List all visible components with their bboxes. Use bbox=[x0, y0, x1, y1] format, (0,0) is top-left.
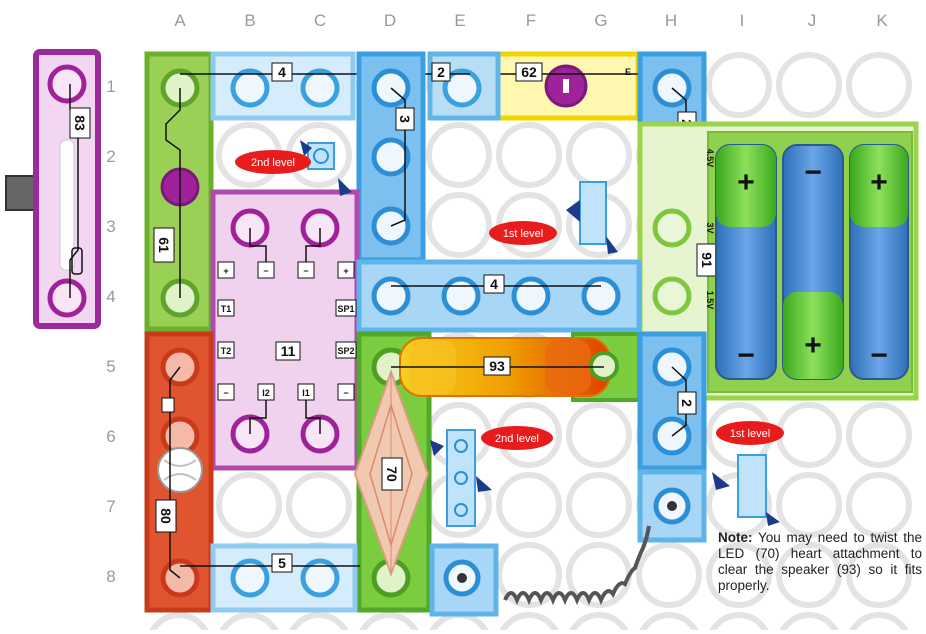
col-header: I bbox=[740, 11, 745, 30]
col-header: G bbox=[594, 11, 607, 30]
part-number: 61 bbox=[156, 237, 172, 253]
svg-text:1st level: 1st level bbox=[503, 228, 543, 240]
battery-minus: − bbox=[804, 156, 822, 189]
row-header: 3 bbox=[106, 217, 115, 236]
col-header: J bbox=[808, 11, 817, 30]
svg-text:−: − bbox=[303, 266, 308, 276]
svg-text:SP1: SP1 bbox=[337, 304, 354, 314]
part-number: 70 bbox=[384, 466, 400, 482]
wire-5-row8: 5 bbox=[180, 543, 360, 613]
col-header: B bbox=[244, 11, 255, 30]
svg-text:2nd level: 2nd level bbox=[495, 433, 539, 445]
part-number: 2 bbox=[437, 64, 445, 80]
col-header: F bbox=[526, 11, 536, 30]
part-number: 83 bbox=[72, 115, 88, 131]
wire-3-col-d: 3 bbox=[356, 51, 426, 263]
part-number: 80 bbox=[158, 508, 174, 524]
level-callout-4: 1st level bbox=[712, 421, 784, 526]
row-header: 1 bbox=[106, 77, 115, 96]
col-header: E bbox=[454, 11, 465, 30]
svg-text:+: + bbox=[343, 266, 348, 276]
svg-text:T2: T2 bbox=[221, 346, 232, 356]
part-number: 62 bbox=[521, 64, 537, 80]
battery-voltage: 4.5V bbox=[705, 149, 715, 168]
speaker-93: 93 bbox=[391, 332, 641, 402]
row-headers: 1 2 3 4 5 6 7 8 bbox=[106, 77, 115, 586]
speaker-jack-h7 bbox=[637, 469, 707, 543]
motor-80: 80 bbox=[144, 331, 214, 613]
speaker-jack-e8 bbox=[429, 543, 499, 617]
svg-text:2nd level: 2nd level bbox=[251, 157, 295, 169]
note-text: Note: You may need to twist the LED (70)… bbox=[718, 530, 922, 594]
lamp-tag: E bbox=[625, 67, 631, 77]
row-header: 4 bbox=[106, 287, 115, 306]
battery-minus: − bbox=[870, 339, 888, 372]
battery-minus: − bbox=[737, 339, 755, 372]
col-header: K bbox=[876, 11, 888, 30]
part-number: 4 bbox=[490, 276, 498, 292]
col-header: D bbox=[384, 11, 396, 30]
col-header: A bbox=[174, 11, 186, 30]
part-number: 93 bbox=[489, 358, 505, 374]
press-switch-61: 61 bbox=[144, 51, 214, 332]
part-number: 2 bbox=[679, 399, 695, 407]
row-header: 5 bbox=[106, 357, 115, 376]
battery-plus: + bbox=[804, 329, 822, 362]
svg-text:+: + bbox=[223, 266, 228, 276]
svg-text:SP2: SP2 bbox=[337, 346, 354, 356]
part-number: 11 bbox=[281, 343, 296, 359]
level-callout-1: 2nd level bbox=[235, 140, 352, 196]
column-headers: A B C D E F G H I J K bbox=[174, 11, 888, 30]
wire-2-row1: 2 bbox=[420, 51, 501, 121]
note-label: Note: bbox=[718, 530, 753, 545]
part-number: 3 bbox=[397, 115, 413, 123]
svg-text:T1: T1 bbox=[221, 304, 232, 314]
row-header: 6 bbox=[106, 427, 115, 446]
svg-text:I2: I2 bbox=[262, 388, 270, 398]
part-number: 91 bbox=[699, 252, 715, 268]
lamp-62: 62 E bbox=[495, 51, 660, 121]
svg-text:−: − bbox=[343, 388, 348, 398]
battery-plus: + bbox=[870, 166, 888, 199]
part-number: 5 bbox=[278, 555, 286, 571]
wire-2-col-h-mid: 2 bbox=[637, 331, 707, 471]
col-header: H bbox=[665, 11, 677, 30]
col-header: C bbox=[314, 11, 326, 30]
row-header: 7 bbox=[106, 497, 115, 516]
svg-text:−: − bbox=[223, 388, 228, 398]
level-callout-3: 2nd level bbox=[430, 426, 553, 527]
coiled-cord bbox=[503, 525, 651, 606]
level-callout-2: 1st level bbox=[489, 181, 618, 254]
slide-switch-83: 83 bbox=[5, 49, 101, 329]
row-header: 2 bbox=[106, 147, 115, 166]
svg-text:I1: I1 bbox=[302, 388, 310, 398]
part-number: 4 bbox=[278, 64, 286, 80]
wire-4-row4: 4 bbox=[356, 259, 642, 333]
svg-text:−: − bbox=[263, 266, 268, 276]
wire-4-row1: 4 bbox=[180, 51, 360, 121]
row-header: 8 bbox=[106, 567, 115, 586]
svg-text:1st level: 1st level bbox=[730, 428, 770, 440]
battery-voltage: 3V bbox=[705, 222, 715, 233]
ic-11: + − − + T1 T2 SP1 SP2 11 − I2 I1 − bbox=[210, 189, 360, 471]
note-body: You may need to twist the LED (70) heart… bbox=[718, 530, 922, 593]
battery-voltage: 1.5V bbox=[705, 291, 715, 310]
battery-plus: + bbox=[737, 166, 755, 199]
